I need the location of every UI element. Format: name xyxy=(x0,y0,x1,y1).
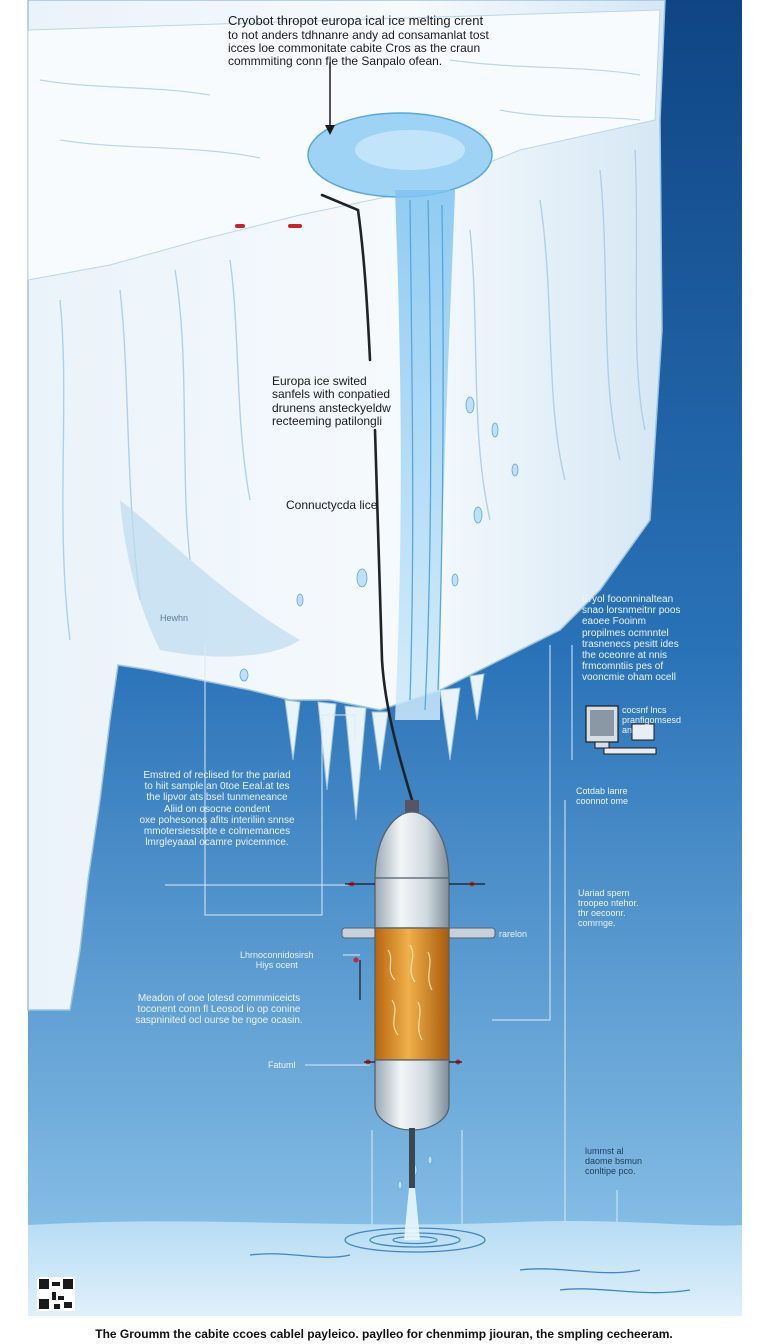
title-line-1: Cryobot thropot europa ical ice melting … xyxy=(228,13,484,28)
sample-texture xyxy=(387,944,433,1041)
ice-conductivity-text: Connuctycda lice xyxy=(286,498,378,512)
right-top-line-7: frmcomntiis pes of xyxy=(582,661,664,673)
fin-label: Fatuml xyxy=(268,1060,296,1070)
left-desc-line-3: the lipvor ats bsel tunmeneance xyxy=(146,792,288,804)
right-top-line-3: eaoee Fooinm xyxy=(582,616,646,628)
probe-port-label: rarelon xyxy=(499,929,527,939)
probe-upper-body xyxy=(374,877,450,929)
icicles xyxy=(284,673,485,821)
right-top-line-6: the oceonre at nnis xyxy=(582,649,668,661)
melt-pool-highlight xyxy=(355,130,465,170)
computer-label: cocsnf lncs pranfigomsesd ans xyxy=(622,705,681,735)
ocean-line-3: conltipe pco. xyxy=(585,1166,636,1177)
left-desc-line-7: lmrgleyaaal ocamre pvicemmce. xyxy=(145,837,289,849)
left-desc-line-2: to hiit sample an 0toe Eeal.at tes xyxy=(144,781,290,793)
ice-layer-line-1: Europa ice swited xyxy=(272,374,367,388)
right-top-description: Eryol fooonninaltean snao lorsnmeitnr po… xyxy=(582,594,680,684)
chamber-line-1: Lhrnoconnidosirsh xyxy=(240,950,314,960)
water-droplets xyxy=(239,396,519,1190)
left-bottom-line-3: saspninited ocl ourse be ngoe ocasin. xyxy=(135,1015,303,1027)
floor-ripples xyxy=(249,1227,691,1294)
meltwater-column xyxy=(395,190,455,720)
computer-line-1: cocsnf lncs xyxy=(622,705,667,715)
tether-cable xyxy=(320,193,414,802)
right-mid-label: Cotdab lanre coonnot ome xyxy=(576,786,628,806)
probe-tip xyxy=(409,1128,415,1188)
left-desc-line-1: Emstred of reclised for the pariad xyxy=(143,770,291,781)
ice-conductivity-label: Connuctycda lice xyxy=(286,498,378,512)
computer-icon xyxy=(585,705,657,755)
right-lower-line-4: comrnge. xyxy=(578,918,616,929)
ocean-floor xyxy=(28,1221,742,1316)
chamber-line-2: Hiys ocent xyxy=(255,960,298,971)
right-top-line-2: snao lorsnmeitnr poos xyxy=(582,605,681,617)
left-desc-line-4: Aliid on osocne condent xyxy=(163,803,271,815)
right-mid-line-2: coonnot ome xyxy=(576,796,629,807)
left-bottom-line-2: toconent conn fl Leosod io op conine xyxy=(137,1004,301,1016)
title-line-2: to not anders tdhnanre andy ad consamanl… xyxy=(228,27,489,42)
cryobot-probe xyxy=(341,800,496,1240)
ocean-line-1: lummst al xyxy=(585,1146,624,1156)
computer-line-2: pranfigomsesd xyxy=(622,715,682,726)
right-lower-line-2: troopeo ntehor. xyxy=(578,898,639,909)
probe-side-port-right xyxy=(447,927,496,939)
right-lower-label: Uariad spern troopeo ntehor. thr oecoonr… xyxy=(578,888,639,928)
title-pointer-arrowhead xyxy=(325,125,335,135)
meltwater-streaks xyxy=(409,199,444,711)
right-top-line-1: Eryol fooonninaltean xyxy=(582,594,674,605)
fin-text: Fatuml xyxy=(268,1060,296,1070)
ice-cliff-shading xyxy=(59,149,646,641)
probe-side-port-left xyxy=(341,927,377,939)
ice-layer-line-2: sanfels with conpatied xyxy=(272,387,391,402)
water-jet xyxy=(404,1188,420,1240)
ice-layer-line-3: drunens ansteckyeldw xyxy=(272,400,391,415)
ocean-line-2: daome bsmun xyxy=(585,1156,643,1167)
left-small-label: Hewhn xyxy=(160,613,188,623)
left-desc-line-5: oxe pohesonos afits interiliin snnse xyxy=(139,814,295,826)
leader-lines xyxy=(165,645,618,1275)
probe-port-text: rarelon xyxy=(499,929,528,939)
surface-cracks xyxy=(39,59,641,159)
right-top-line-8: vooncmie oham ocell xyxy=(582,672,676,684)
computer-line-3: ans xyxy=(622,725,637,736)
right-lower-line-3: thr oecoonr. xyxy=(578,908,626,919)
title-annotation: Cryobot thropot europa ical ice melting … xyxy=(228,13,489,69)
right-top-line-5: trasnenecs pesitt ides xyxy=(582,638,679,650)
left-description: Emstred of reclised for the pariad to hi… xyxy=(128,770,306,848)
ocean-label: lummst al daome bsmun conltipe pco. xyxy=(585,1146,642,1176)
probe-tether-connector xyxy=(405,800,419,814)
right-lower-line-1: Uariad spern xyxy=(578,888,630,898)
left-bottom-description: Meadon of ooe lotesd commmiceicts tocone… xyxy=(130,993,308,1027)
title-line-3: icces loe commonitate cabite Cros as the… xyxy=(228,40,481,55)
ice-layer-line-4: recteeming patilongli xyxy=(272,414,383,429)
right-mid-line-1: Cotdab lanre xyxy=(576,786,628,796)
probe-clamps xyxy=(345,883,485,1063)
title-line-4: commmiting conn fle the Sanpalo ofean. xyxy=(228,54,443,69)
bottom-caption: The Groumm the cabite ccoes cablel payle… xyxy=(95,1327,673,1341)
ice-layer-label: Europa ice swited sanfels with conpatied… xyxy=(272,374,391,429)
left-bottom-line-1: Meadon of ooe lotesd commmiceicts xyxy=(137,993,301,1004)
surface-marker-2 xyxy=(288,224,302,228)
qr-code-icon xyxy=(37,1277,75,1311)
ice-shelf xyxy=(27,0,666,1011)
ice-inner-shadow xyxy=(120,500,300,657)
surface-marker-1 xyxy=(235,224,245,228)
chamber-label: Lhrnoconnidosirsh Hiys ocent xyxy=(240,950,314,970)
left-small-text: Hewhn xyxy=(160,613,189,623)
right-top-line-4: propilmes ocmnntel xyxy=(582,627,669,639)
left-desc-line-6: mmotersiesstote e colmemances xyxy=(143,825,291,837)
probe-nose xyxy=(374,811,450,881)
probe-lower-body xyxy=(374,1059,450,1131)
